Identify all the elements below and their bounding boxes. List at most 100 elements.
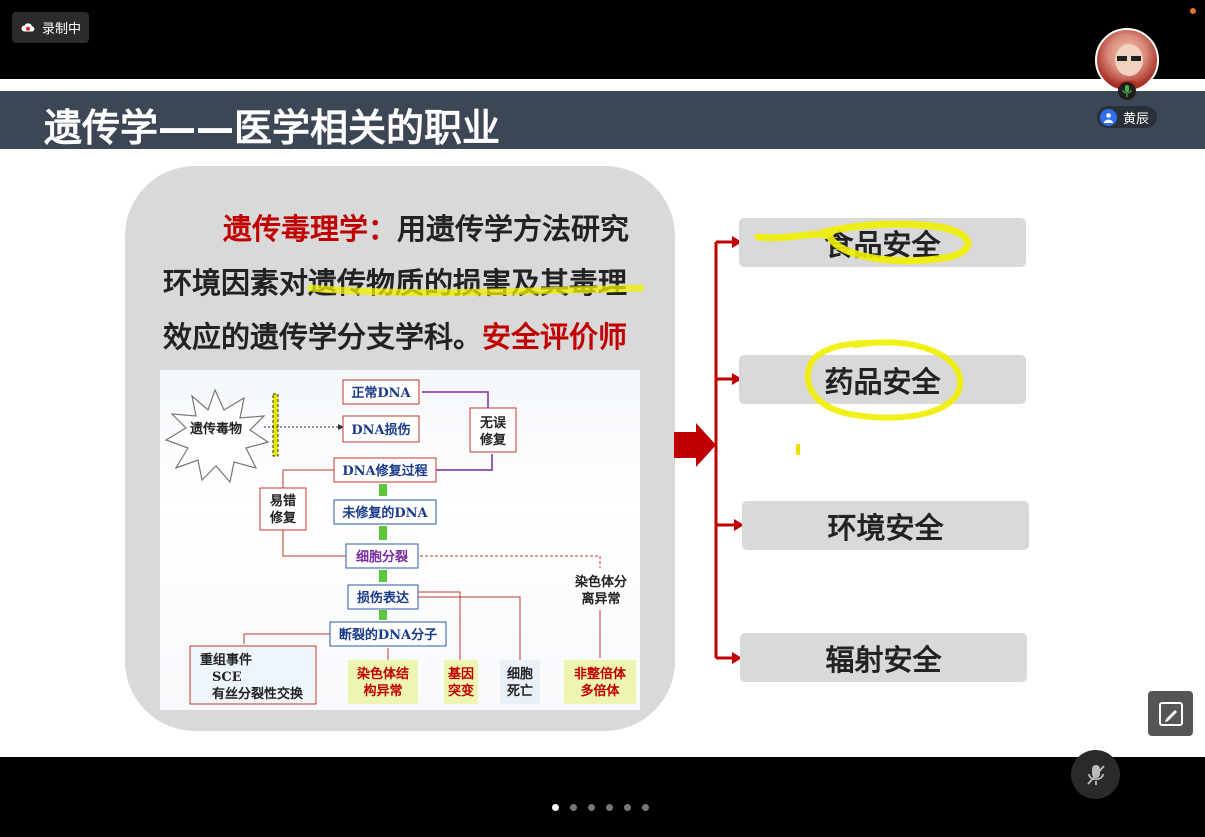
participant-name: 黄辰 [1123,111,1150,127]
green-arrow-3 [379,570,387,582]
recombination-line1: 重组事件 [200,652,252,668]
broken-dna-label: 断裂的DNA分子 [339,627,437,643]
box-dna-damage [342,415,420,443]
unrepaired-label: 未修复的DNA [341,505,428,521]
annotation-drug-circle [804,339,964,421]
normal-dna-label: 正常DNA [351,385,411,401]
arrow-from-error-prone [282,530,346,557]
user-icon [1100,108,1117,126]
mic-muted-icon [1086,764,1105,785]
notification-dot [1190,8,1196,14]
arrow-to-recombination [243,633,330,644]
recombination-line2: SCE [212,670,242,685]
repair-process-label: DNA修复过程 [342,463,427,479]
cloud-record-icon [21,22,35,32]
error-free-line2: 修复 [479,432,507,448]
error-free-line1: 无误 [479,416,507,431]
agent-label: 遗传毒物 [189,421,242,437]
box-repair-process [333,457,437,483]
page-dot-6[interactable] [642,804,649,811]
branch-1-head [732,236,742,248]
page-dot-1[interactable] [552,804,559,811]
box-gene-mutation [444,660,478,704]
slide-title: 遗传学——医学相关的职业 [44,106,501,150]
main-arrow [674,423,716,467]
term-label: 遗传毒理学： [223,212,398,246]
box-cell-division [345,543,419,569]
gene-mutation-line2: 突变 [448,683,474,699]
box-error-prone [259,487,307,531]
outcome-arrows [674,236,744,664]
presentation-slide: 遗传学——医学相关的职业 遗传毒理学：用遗传学方法研究 环境因素对遗传物质的损害… [0,79,1205,757]
mute-button[interactable] [1071,750,1120,799]
page-indicator [552,804,649,811]
error-prone-line2: 修复 [269,510,297,526]
branch-4-head [732,652,742,664]
annotate-button[interactable] [1148,691,1193,736]
recombination-line3: 有丝分裂性交换 [212,686,304,702]
outcome-drug-label: 药品安全 [824,364,941,399]
box-normal-dna [342,379,420,405]
outcome-radiation-label: 辐射安全 [825,642,942,677]
annotation-mark [796,444,800,455]
toxin-starburst [164,388,270,484]
arrow-to-cell-death [418,596,521,660]
cell-death-line1: 细胞 [507,666,533,682]
structural-line2: 构异常 [363,683,402,699]
arrow-to-gene-mutation [418,591,461,660]
definition-text: 遗传毒理学：用遗传学方法研究 环境因素对遗传物质的损害及其毒理 效应的遗传学分支… [163,202,663,364]
box-damage-expression [347,584,419,610]
definition-panel: 遗传毒理学：用遗传学方法研究 环境因素对遗传物质的损害及其毒理 效应的遗传学分支… [125,166,675,731]
outcome-drug-safety: 药品安全 [739,355,1026,404]
annotation-food-highlight [754,220,972,265]
arrow-to-error-free [432,454,493,471]
cell-death-line2: 死亡 [507,683,533,699]
branch-3-head [734,519,744,531]
edit-icon [1158,701,1183,726]
arrow-to-segregation [420,555,601,568]
cell-division-label: 细胞分裂 [356,549,409,565]
recording-indicator[interactable]: 录制中 [12,12,89,43]
aneuploidy-line2: 多倍体 [580,683,620,699]
mic-active-icon [1122,85,1132,97]
genotoxicity-diagram: 遗传毒物 正常DNA DNA损伤 无误 修复 DNA修复过程 [160,370,640,710]
highlight-stroke [307,284,645,297]
error-prone-line1: 易错 [270,493,296,509]
branch-2-head [732,373,742,385]
box-cell-death [500,660,540,704]
outcome-radiation-safety: 辐射安全 [740,633,1027,682]
green-arrow-4 [379,610,387,620]
dna-damage-label: DNA损伤 [351,422,410,438]
page-dot-5[interactable] [624,804,631,811]
arrow-head [338,424,344,430]
membrane-bar [272,393,279,457]
diagram-canvas: 遗传毒物 正常DNA DNA损伤 无误 修复 DNA修复过程 [164,379,636,705]
gene-mutation-line1: 基因 [447,666,474,682]
structural-line1: 染色体结 [356,666,409,682]
green-arrow-2 [379,526,387,540]
page-dot-3[interactable] [588,804,595,811]
aneuploidy-line1: 非整倍体 [574,666,627,682]
arrow-error-free-up [422,391,489,408]
page-dot-4[interactable] [606,804,613,811]
definition-line-1: 用遗传学方法研究 [397,212,630,246]
slide-title-bar: 遗传学——医学相关的职业 [0,91,1205,150]
participant-mic-badge [1118,82,1136,100]
page-dot-2[interactable] [570,804,577,811]
participant-name-tag[interactable]: 黄辰 [1097,106,1157,128]
segregation-line2: 离异常 [581,591,620,607]
box-error-free [469,407,517,453]
green-arrow-1 [379,484,387,496]
box-recombination [189,645,317,705]
outcome-environment-safety: 环境安全 [742,501,1029,550]
box-aneuploidy [564,660,636,704]
damage-expression-label: 损伤表达 [357,590,409,606]
box-broken-dna [329,621,447,647]
arrow-to-error-prone [282,469,334,488]
recording-label: 录制中 [42,22,82,37]
role-label: 安全评价师 [482,320,628,354]
box-unrepaired [333,499,437,525]
segregation-line1: 染色体分 [574,574,627,590]
box-structural [348,660,418,704]
